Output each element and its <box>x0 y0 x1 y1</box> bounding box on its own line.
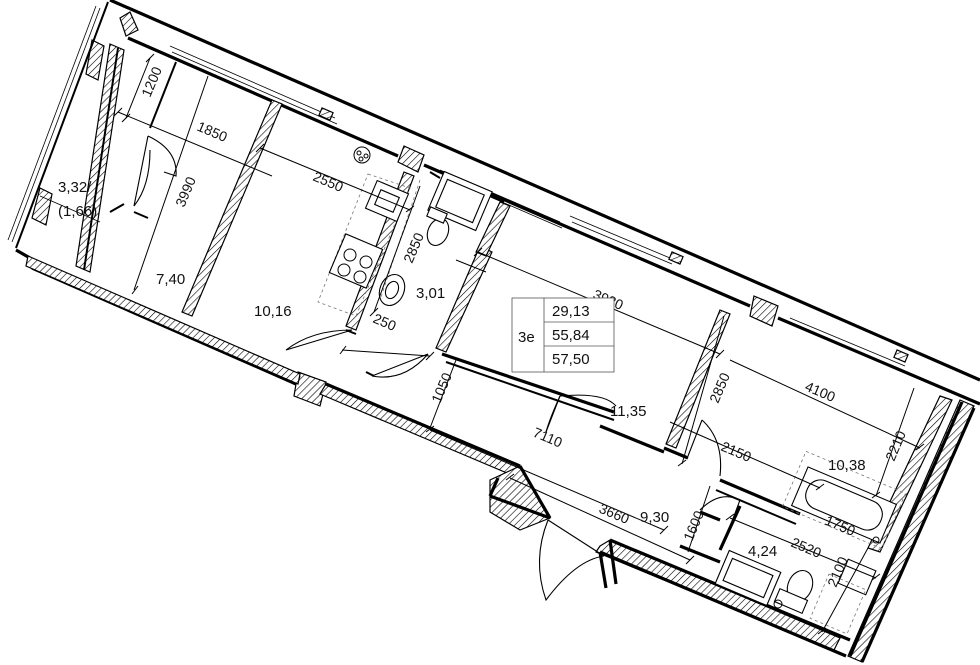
area-bedroom-large: 11,35 <box>610 403 646 420</box>
doors <box>133 135 741 602</box>
living-area: 29,13 <box>552 303 590 320</box>
dim-2520: 2520 <box>789 534 824 561</box>
dim-2550: 2550 <box>311 168 346 195</box>
apartment-type: 3e <box>518 329 535 346</box>
area-loggia-reduced: (1,66) <box>58 203 97 220</box>
area-bedroom-right: 10,38 <box>828 457 866 474</box>
fixtures <box>39 146 906 635</box>
dim-1050: 1050 <box>428 370 455 405</box>
dim-2210: 2210 <box>882 428 909 463</box>
dim-1850: 1850 <box>195 118 230 145</box>
dim-2150: 2150 <box>719 438 754 465</box>
dim-3990: 3990 <box>172 174 199 209</box>
area-bathroom-small: 3,01 <box>416 285 445 302</box>
area-summary-table: 3e 29,13 55,84 57,50 <box>511 297 615 373</box>
dim-250: 250 <box>371 310 399 334</box>
dim-2850-b: 2850 <box>706 370 733 405</box>
dim-4100: 4100 <box>803 378 838 405</box>
total-area-with-loggia: 57,50 <box>552 351 590 368</box>
room-areas: 3,32/ (1,66) 7,40 10,16 3,01 11,35 10,38… <box>58 179 866 560</box>
area-loggia: 3,32/ <box>58 179 92 196</box>
outer-walls <box>7 0 980 663</box>
dim-7110: 7110 <box>531 424 565 451</box>
area-bedroom: 7,40 <box>156 271 185 288</box>
dim-1200: 1200 <box>138 64 165 99</box>
dim-1600: 1600 <box>680 508 707 543</box>
area-bathroom: 4,24 <box>748 543 777 560</box>
dim-2850-a: 2850 <box>400 230 427 265</box>
dimension-lines <box>113 53 925 635</box>
area-hallway: 9,30 <box>640 509 669 526</box>
total-area: 55,84 <box>552 327 590 344</box>
dim-3660: 3660 <box>597 500 632 527</box>
area-kitchen-living: 10,16 <box>254 303 292 320</box>
